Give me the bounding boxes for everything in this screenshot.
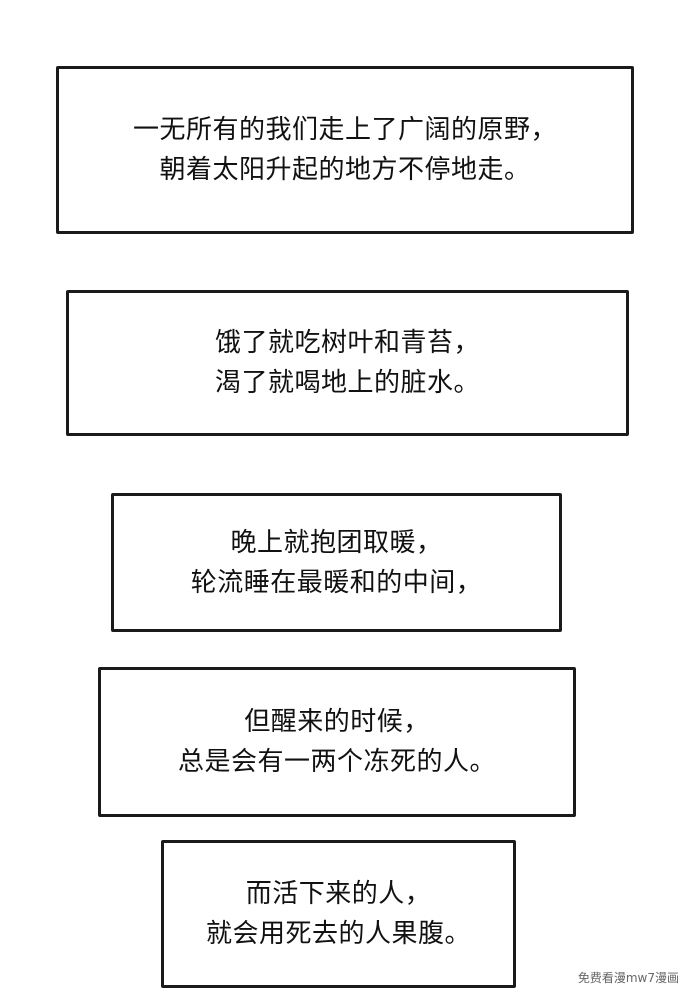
narration-caption-box-3: 晚上就抱团取暖， 轮流睡在最暖和的中间， <box>111 493 562 632</box>
narration-caption-box-5: 而活下来的人， 就会用死去的人果腹。 <box>161 840 516 988</box>
caption-line: 饿了就吃树叶和青苔， <box>214 328 480 358</box>
caption-line: 而活下来的人， <box>245 879 432 909</box>
caption-line: 但醒来的时候， <box>244 707 430 737</box>
site-watermark: 免费看漫mw7漫画 <box>574 969 682 987</box>
narration-caption-box-1: 一无所有的我们走上了广阔的原野， 朝着太阳升起的地方不停地走。 <box>56 66 634 234</box>
narration-caption-box-4: 但醒来的时候， 总是会有一两个冻死的人。 <box>98 667 576 817</box>
caption-line: 轮流睡在最暖和的中间， <box>190 567 483 598</box>
caption-line: 总是会有一两个冻死的人。 <box>177 747 496 777</box>
caption-line: 一无所有的我们走上了广阔的原野， <box>132 115 557 145</box>
caption-line: 渴了就喝地上的脏水。 <box>214 368 480 398</box>
caption-line: 晚上就抱团取暖， <box>230 527 443 558</box>
caption-line: 朝着太阳升起的地方不停地走。 <box>159 155 531 185</box>
narration-caption-box-2: 饿了就吃树叶和青苔， 渴了就喝地上的脏水。 <box>66 290 629 436</box>
caption-line: 就会用死去的人果腹。 <box>205 919 471 949</box>
